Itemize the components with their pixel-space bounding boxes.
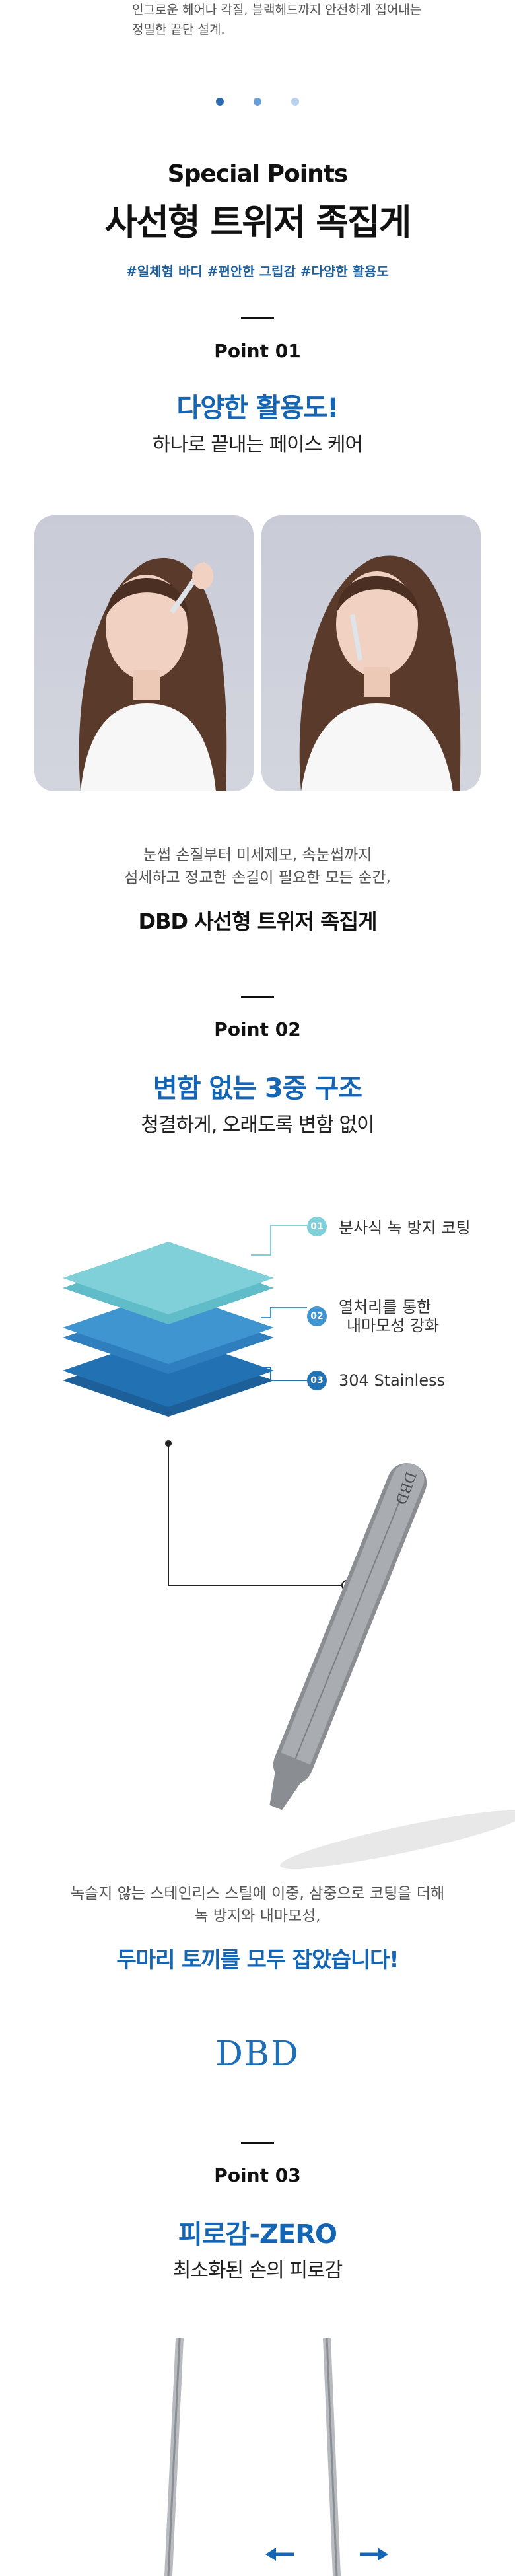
point1-body: 눈썹 손질부터 미세제모, 속눈썹까지 섬세하고 정교한 손길이 필요한 모든 …: [0, 844, 515, 889]
point-label: Point 03: [214, 2165, 301, 2186]
carousel-dots: [0, 98, 515, 106]
layer-label: 분사식 녹 방지 코팅: [339, 1219, 471, 1237]
body-line: 녹 방지와 내마모성,: [194, 1908, 321, 1925]
intro-line-2: 정밀한 끝단 설계.: [132, 22, 225, 37]
divider-bar: [241, 317, 274, 319]
divider-bar: [241, 996, 274, 998]
point-heading: 변함 없는 3중 구조: [153, 1073, 362, 1104]
point1-closing: DBD 사선형 트위저 족집게: [138, 909, 378, 934]
connector-line: [168, 1443, 347, 1586]
leader-line-01: [251, 1225, 307, 1256]
intro-line-1: 인그로운 헤어나 각질, 블랙헤드까지 안전하게 집어내는: [132, 3, 422, 17]
model-photo-right: [261, 515, 481, 791]
carousel-dot-2[interactable]: [254, 98, 261, 106]
arrow-right-icon: [360, 2548, 388, 2561]
point2-closing: 두마리 토끼를 모두 잡았습니다!: [116, 1947, 399, 1972]
layer-legend-02: 02 열처리를 통한 내마모성 강화: [307, 1298, 439, 1335]
layer-legend-01: 01 분사식 녹 방지 코팅: [307, 1215, 471, 1238]
layer-02-shape: [63, 1291, 274, 1364]
body-line: 눈썹 손질부터 미세제모, 속눈썹까지: [143, 847, 372, 864]
page-title: 사선형 트위저 족집게: [104, 201, 412, 243]
layer-legend-03: 03 304 Stainless: [307, 1371, 445, 1390]
intro-text: 인그로운 헤어나 각질, 블랙헤드까지 안전하게 집어내는 정밀한 끝단 설계.: [132, 0, 475, 40]
body-line: 녹슬지 않는 스테인리스 스틸에 이중, 삼중으로 코팅을 더해: [70, 1885, 445, 1902]
point-label: Point 02: [214, 1019, 301, 1040]
tweezer-image: [269, 1463, 427, 1810]
layer-number-badge: 03: [307, 1371, 327, 1390]
carousel-dot-3[interactable]: [291, 98, 299, 106]
layer-number-badge: 01: [307, 1216, 327, 1236]
layer-label-line2: 내마모성 강화: [347, 1316, 440, 1335]
layer-number-badge: 02: [307, 1306, 327, 1326]
leader-line-02: [261, 1307, 307, 1318]
point-subheading: 하나로 끝내는 페이스 케어: [152, 433, 363, 456]
divider-bar: [241, 2142, 274, 2144]
point-heading: 피로감-ZERO: [178, 2219, 337, 2250]
body-line: 섬세하고 정교한 손길이 필요한 모든 순간,: [124, 869, 391, 886]
point-subheading: 청결하게, 오래도록 변함 없이: [141, 1114, 374, 1137]
carousel-dot-1[interactable]: [216, 98, 224, 106]
model-photo-left: [34, 515, 254, 791]
brand-logo: DBD: [215, 2034, 300, 2074]
tweezer-open-illustration: [164, 2338, 388, 2576]
arrow-left-icon: [265, 2548, 294, 2561]
tweezer-shadow: [280, 1810, 515, 1869]
point2-body: 녹슬지 않는 스테인리스 스틸에 이중, 삼중으로 코팅을 더해 녹 방지와 내…: [0, 1882, 515, 1927]
layer-01-shape: [63, 1242, 274, 1314]
hashtag-line: #일체형 바디 #편안한 그립감 #다양한 활용도: [126, 264, 389, 279]
leader-line-03: [261, 1367, 307, 1381]
point-heading: 다양한 활용도!: [176, 393, 339, 423]
point-subheading: 최소화된 손의 피로감: [172, 2259, 343, 2282]
layer-structure-diagram: [63, 1225, 515, 1869]
layer-label: 304 Stainless: [339, 1371, 446, 1390]
section-eyebrow: Special Points: [167, 161, 349, 188]
layer-label: 열처리를 통한: [339, 1298, 432, 1316]
point-label: Point 01: [214, 340, 301, 362]
